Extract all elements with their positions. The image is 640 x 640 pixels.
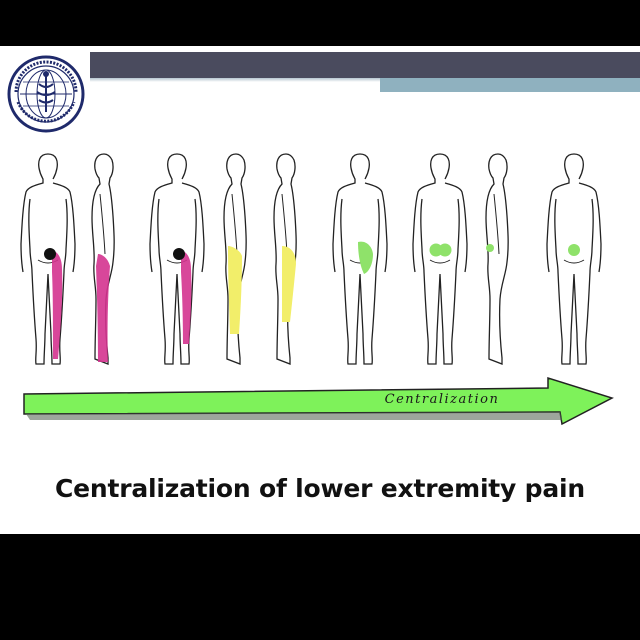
centralization-arrow: Centralization [23, 376, 614, 426]
figure-4 [223, 153, 247, 365]
header-bar-fade [90, 78, 380, 82]
figure-7 [412, 153, 468, 365]
figure-6 [332, 153, 388, 365]
body-figures [20, 153, 602, 365]
figure-9 [546, 153, 602, 365]
figure-5 [273, 153, 297, 365]
figure-1 [20, 153, 76, 365]
figure-8 [485, 153, 509, 365]
slide-caption: Centralization of lower extremity pain [54, 474, 585, 503]
mckenzie-institute-logo [7, 55, 85, 133]
header-bar [90, 52, 640, 78]
slide: Centralization Centralization of lower e… [0, 46, 640, 534]
header-accent-bar [380, 78, 640, 92]
figure-2 [91, 153, 115, 365]
figure-3 [149, 153, 205, 365]
arrow-label: Centralization [385, 392, 500, 407]
